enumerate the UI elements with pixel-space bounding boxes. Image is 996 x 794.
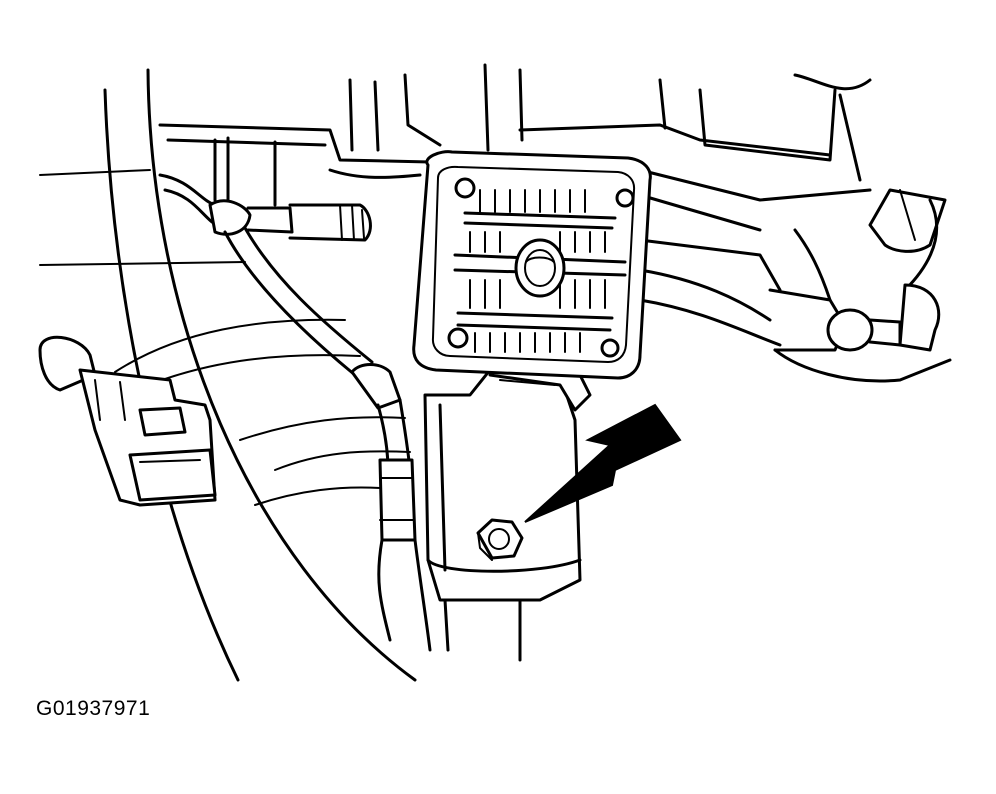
bracket-bolt xyxy=(476,518,524,561)
left-connector xyxy=(38,335,217,507)
pointer-arrow xyxy=(524,403,682,523)
main-connector xyxy=(412,150,652,380)
upper-structure xyxy=(158,63,872,347)
mounting-bracket xyxy=(423,353,592,662)
figure-id-label: G01937971 xyxy=(36,697,151,720)
wiring-harness xyxy=(158,173,432,652)
right-sensor xyxy=(768,188,952,383)
